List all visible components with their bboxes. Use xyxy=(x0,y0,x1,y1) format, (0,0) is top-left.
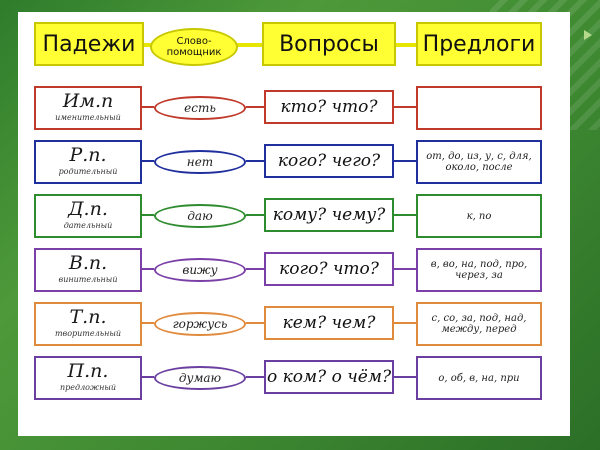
connector-line xyxy=(142,322,154,324)
case-full-name: родительный xyxy=(58,167,118,176)
helper-word-oval: нет xyxy=(154,150,246,174)
case-abbreviation: Р.п. xyxy=(69,144,107,166)
prepositions-box: о, об, в, на, при xyxy=(416,356,542,400)
case-full-name: именительный xyxy=(55,113,121,122)
header-cases: Падежи xyxy=(34,22,144,66)
case-row: Д.п.дательный даю кому? чему? к, по xyxy=(18,194,570,242)
case-abbreviation: Т.п. xyxy=(69,306,107,328)
question-box: кто? что? xyxy=(264,90,394,124)
case-row: Т.п.творительный горжусь кем? чем? с, со, з… xyxy=(18,302,570,350)
connector-line xyxy=(394,214,416,216)
case-table-board: Падежи Слово-помощник Вопросы Предлоги И… xyxy=(18,12,570,436)
header-helper-word: Слово-помощник xyxy=(150,28,238,66)
case-row: Р.п.родительный нет кого? чего? от, до, из,… xyxy=(18,140,570,188)
connector-line xyxy=(246,322,264,324)
connector-line xyxy=(246,160,264,162)
connector-line xyxy=(246,106,264,108)
case-full-name: винительный xyxy=(58,275,118,284)
triangle-icon xyxy=(584,30,592,40)
connector-line xyxy=(142,106,154,108)
case-row: П.п.предложный думаю о ком? о чём? о, об, в… xyxy=(18,356,570,404)
case-full-name: творительный xyxy=(54,329,122,338)
case-full-name: предложный xyxy=(59,383,117,392)
connector-line xyxy=(394,376,416,378)
prepositions-box xyxy=(416,86,542,130)
question-box: кем? чем? xyxy=(264,306,394,340)
connector-line xyxy=(394,268,416,270)
connector-line xyxy=(394,106,416,108)
prepositions-box: от, до, из, у, с, для, около, после xyxy=(416,140,542,184)
question-box: кого? чего? xyxy=(264,144,394,178)
header-questions: Вопросы xyxy=(262,22,396,66)
header-prepositions: Предлоги xyxy=(416,22,542,66)
case-abbreviation: Им.п xyxy=(62,90,114,112)
question-box: о ком? о чём? xyxy=(264,360,394,394)
helper-word-oval: есть xyxy=(154,96,246,120)
connector-line xyxy=(246,268,264,270)
case-full-name: дательный xyxy=(63,221,113,230)
case-abbreviation: П.п. xyxy=(67,360,109,382)
case-box: Д.п.дательный xyxy=(34,194,142,238)
question-box: кого? что? xyxy=(264,252,394,286)
question-box: кому? чему? xyxy=(264,198,394,232)
helper-word-oval: горжусь xyxy=(154,312,246,336)
case-abbreviation: Д.п. xyxy=(68,198,108,220)
case-box: В.п.винительный xyxy=(34,248,142,292)
case-abbreviation: В.п. xyxy=(68,252,108,274)
prepositions-box: к, по xyxy=(416,194,542,238)
connector-line xyxy=(246,214,264,216)
connector-line xyxy=(394,322,416,324)
helper-word-oval: думаю xyxy=(154,366,246,390)
connector-line xyxy=(142,160,154,162)
helper-word-oval: даю xyxy=(154,204,246,228)
case-row: В.п.винительный вижу кого? что? в, во, на, … xyxy=(18,248,570,296)
helper-word-oval: вижу xyxy=(154,258,246,282)
prepositions-box: с, со, за, под, над, между, перед xyxy=(416,302,542,346)
prepositions-box: в, во, на, под, про, через, за xyxy=(416,248,542,292)
connector-line xyxy=(142,268,154,270)
connector-line xyxy=(394,160,416,162)
case-box: Т.п.творительный xyxy=(34,302,142,346)
connector-line xyxy=(142,214,154,216)
connector-line xyxy=(246,376,264,378)
case-box: Р.п.родительный xyxy=(34,140,142,184)
connector-line xyxy=(142,376,154,378)
case-box: П.п.предложный xyxy=(34,356,142,400)
